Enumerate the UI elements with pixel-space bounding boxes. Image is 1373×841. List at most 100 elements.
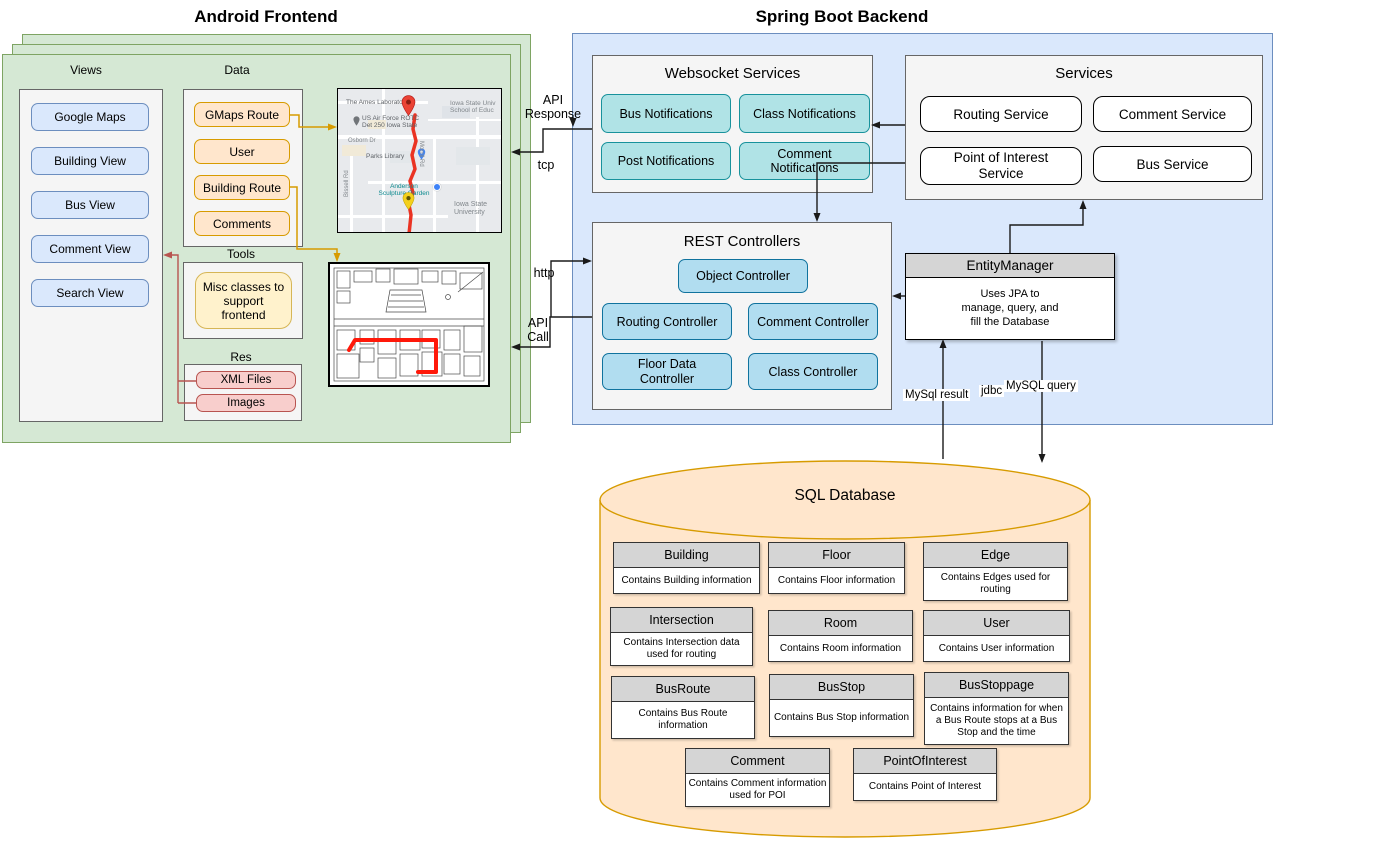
svc-bus-service: Bus Service — [1093, 146, 1252, 182]
view-bus-view: Bus View — [31, 191, 149, 219]
floorplan-drawing — [333, 267, 485, 382]
ctrl-routing-controller: Routing Controller — [602, 303, 732, 340]
db-table-floor: Floor Contains Floor information — [768, 542, 905, 594]
db-table-name: BusStoppage — [925, 673, 1068, 698]
websocket-services-title: Websocket Services — [664, 65, 801, 82]
db-table-busstop: BusStop Contains Bus Stop information — [769, 674, 914, 737]
map-route-line — [407, 113, 418, 232]
data-user: User — [194, 139, 290, 164]
label-tcp: tcp — [537, 158, 555, 172]
entity-manager-box: EntityManager Uses JPA to manage, query,… — [905, 253, 1115, 340]
ctrl-class-controller: Class Controller — [748, 353, 878, 390]
db-table-desc: Contains information for when a Bus Rout… — [930, 703, 1063, 738]
map-label-rotc: US Air Force ROTC Det 250 Iowa State — [362, 115, 420, 130]
label-api-call: API Call — [527, 316, 549, 344]
res-xml-files: XML Files — [196, 371, 296, 389]
data-gmaps-route: GMaps Route — [194, 102, 290, 127]
sql-database-title: SQL Database — [794, 487, 896, 504]
db-table-desc: Contains Point of Interest — [868, 781, 982, 792]
db-table-name: Building — [614, 543, 759, 568]
entity-manager-title: EntityManager — [906, 254, 1114, 278]
map-road — [350, 147, 353, 232]
map-road — [338, 135, 501, 139]
map-road — [368, 181, 501, 184]
res-label: Res — [230, 350, 252, 364]
ws-class-notifications: Class Notifications — [739, 94, 870, 133]
data-label: Data — [224, 63, 250, 77]
tools-misc-classes: Misc classes to support frontend — [195, 272, 292, 329]
map-road — [382, 89, 385, 232]
map-label-ames: The Ames Laboratory — [346, 99, 409, 106]
db-table-name: Floor — [769, 543, 904, 568]
view-search-view: Search View — [31, 279, 149, 307]
db-table-desc: Contains User information — [938, 642, 1055, 654]
db-table-name: BusStop — [770, 675, 913, 700]
db-table-building: Building Contains Building information — [613, 542, 760, 594]
frontend-title: Android Frontend — [194, 7, 338, 26]
view-google-maps: Google Maps — [31, 103, 149, 131]
floorplan-route-line — [347, 338, 438, 374]
map-label-osborn: Osborn Dr — [348, 138, 376, 144]
db-table-desc: Contains Floor information — [777, 574, 896, 586]
map-label-bissell: Bissell Rd — [344, 170, 350, 197]
label-jdbc: jdbc — [979, 385, 1005, 397]
view-building-view: Building View — [31, 147, 149, 175]
data-building-route: Building Route — [194, 175, 290, 200]
ctrl-comment-controller: Comment Controller — [748, 303, 878, 340]
db-table-desc: Contains Intersection data used for rout… — [623, 637, 740, 660]
map-pin-icon — [353, 116, 360, 126]
db-table-intersection: Intersection Contains Intersection data … — [610, 607, 753, 666]
services-title: Services — [1055, 65, 1113, 82]
entity-manager-description: Uses JPA to manage, query, and fill the … — [961, 287, 1059, 329]
map-road — [338, 215, 448, 218]
views-label: Views — [70, 63, 102, 77]
map-label-morrill: Morrill Rd — [418, 141, 424, 167]
db-table-edge: Edge Contains Edges used for routing — [923, 542, 1068, 601]
db-table-desc: Contains Room information — [779, 642, 902, 654]
db-table-name: Room — [769, 611, 912, 636]
yellow-origin-pin-icon — [402, 192, 415, 210]
map-pin-parks-icon — [417, 148, 426, 160]
red-destination-pin-icon — [401, 95, 416, 116]
map-building — [442, 106, 470, 118]
db-table-desc: Contains Edges used for routing — [940, 572, 1051, 595]
view-comment-view: Comment View — [31, 235, 149, 263]
gmaps-route-image: The Ames Laboratory US Air Force ROTC De… — [337, 88, 502, 233]
map-road — [476, 117, 479, 232]
db-table-desc: Contains Bus Route information — [638, 708, 728, 731]
db-table-desc: Contains Bus Stop information — [773, 712, 910, 723]
db-table-name: User — [924, 611, 1069, 636]
ws-post-notifications: Post Notifications — [601, 142, 731, 180]
label-http: http — [533, 266, 555, 280]
map-road — [428, 119, 501, 121]
map-label-school: Iowa State Univ School of Educ — [450, 100, 496, 115]
label-mysql-query: MySQL query — [1004, 380, 1078, 392]
tools-label: Tools — [226, 247, 255, 261]
db-table-name: Edge — [924, 543, 1067, 568]
db-table-name: Comment — [686, 749, 829, 774]
data-comments: Comments — [194, 211, 290, 236]
svc-comment-service: Comment Service — [1093, 96, 1252, 132]
ws-bus-notifications: Bus Notifications — [601, 94, 731, 133]
db-table-name: Intersection — [611, 608, 752, 633]
db-table-pointofinterest: PointOfInterest Contains Point of Intere… — [853, 748, 997, 801]
map-label-isu: Iowa State University — [454, 201, 488, 217]
db-table-user: User Contains User information — [923, 610, 1070, 662]
db-table-desc: Contains Building information — [621, 574, 752, 586]
db-table-name: PointOfInterest — [854, 749, 996, 774]
db-table-desc: Contains Comment information used for PO… — [688, 778, 827, 801]
rest-controllers-title: REST Controllers — [683, 233, 801, 250]
ctrl-object-controller: Object Controller — [678, 259, 808, 293]
res-images: Images — [196, 394, 296, 412]
building-route-floorplan-image — [328, 262, 490, 387]
label-api-response: API Response — [524, 93, 582, 121]
map-building — [456, 147, 490, 165]
db-table-comment: Comment Contains Comment information use… — [685, 748, 830, 807]
label-mysql-result: MySql result — [903, 389, 971, 401]
map-label-parks: Parks Library — [366, 153, 405, 160]
map-label-anderson: Anderson Sculpture Garden — [378, 183, 430, 198]
svc-poi-service: Point of Interest Service — [920, 147, 1082, 185]
db-table-room: Room Contains Room information — [768, 610, 913, 662]
ws-comment-notifications: Comment Notifications — [739, 142, 870, 180]
